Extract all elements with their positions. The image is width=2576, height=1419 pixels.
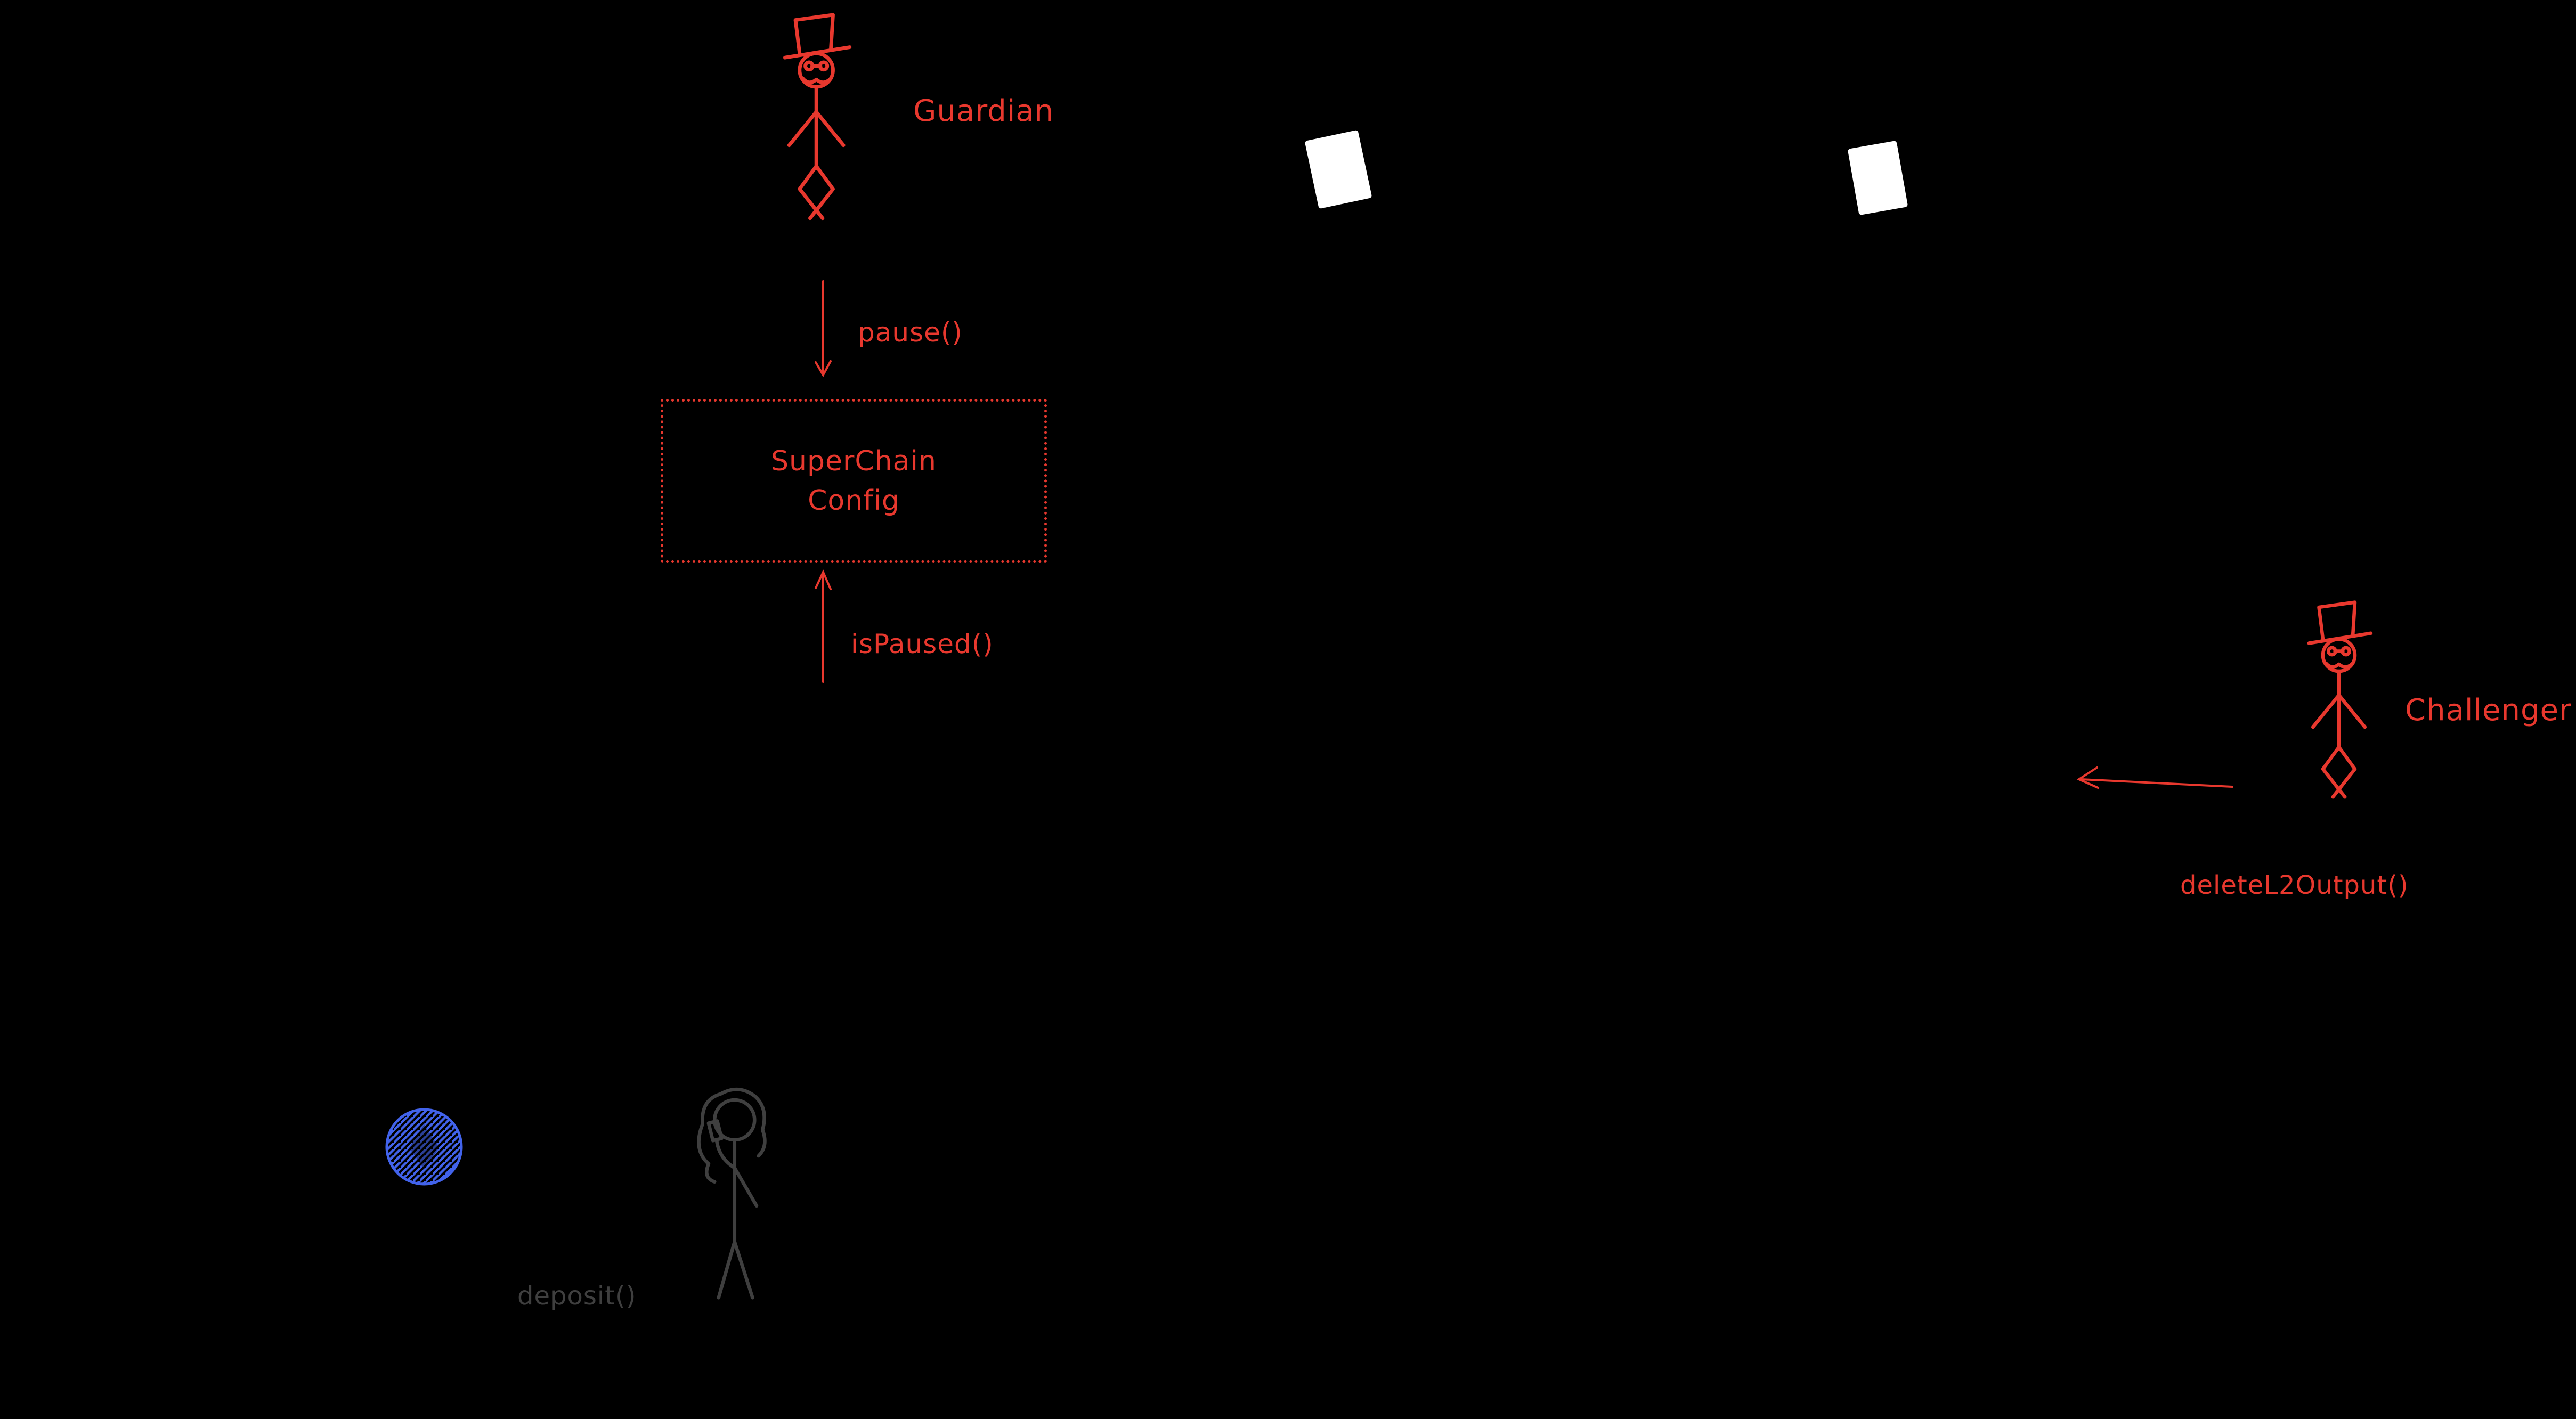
document-icon-right xyxy=(1847,140,1908,216)
ispaused-arrow-icon xyxy=(815,569,832,683)
document-icon-left xyxy=(1304,129,1372,209)
depositor-figure-icon xyxy=(697,1087,767,1300)
pause-call-label: pause() xyxy=(858,317,963,348)
superchain-config-title-line1: SuperChain xyxy=(771,445,937,477)
superchain-config-box: SuperChain Config xyxy=(661,399,1047,563)
challenger-figure-icon xyxy=(2307,600,2373,799)
superchain-config-title-line2: Config xyxy=(808,485,900,517)
delete-l2-output-call-label: deleteL2Output() xyxy=(2180,870,2409,900)
guardian-figure-icon xyxy=(783,13,852,221)
challenger-label: Challenger xyxy=(2405,693,2572,728)
pause-arrow-icon xyxy=(815,280,832,378)
eth-token-icon xyxy=(385,1108,463,1186)
ispaused-call-label: isPaused() xyxy=(851,629,994,659)
guardian-label: Guardian xyxy=(913,94,1054,128)
delete-l2-output-arrow-icon xyxy=(2076,766,2233,789)
deposit-call-label: deposit() xyxy=(517,1281,637,1311)
